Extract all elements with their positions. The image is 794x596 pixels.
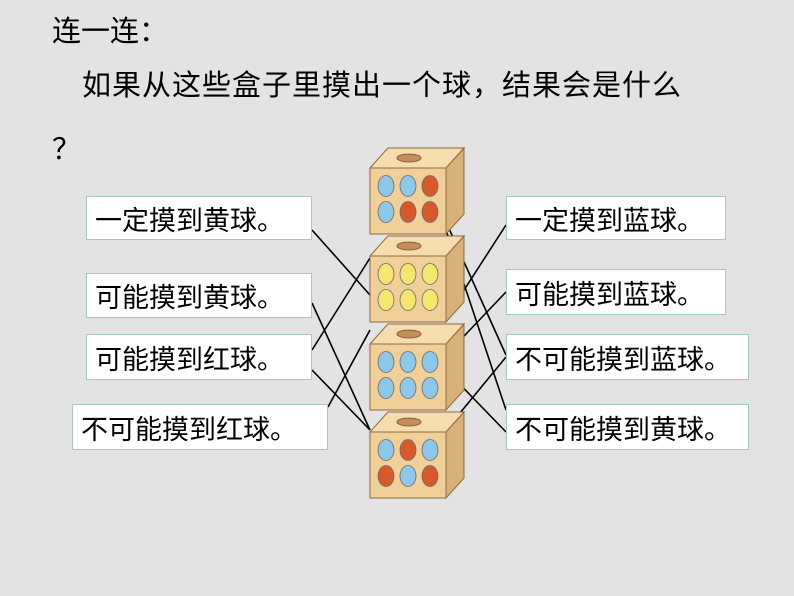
blue-ball	[377, 439, 395, 461]
blue-ball	[421, 377, 439, 399]
red-ball	[421, 175, 439, 197]
connection-line[interactable]	[311, 257, 371, 351]
blue-ball	[399, 377, 417, 399]
box-hole	[396, 329, 422, 339]
box-hole	[396, 241, 422, 251]
left-label-3[interactable]: 可能摸到红球。	[86, 334, 312, 380]
left-label-1[interactable]: 一定摸到黄球。	[86, 196, 312, 240]
yellow-ball	[377, 289, 395, 311]
connection-line[interactable]	[311, 229, 371, 296]
blue-ball	[399, 351, 417, 373]
blue-ball	[377, 351, 395, 373]
right-label-1[interactable]: 一定摸到蓝球。	[506, 196, 726, 240]
page-title: 连一连：	[52, 14, 169, 48]
blue-ball	[399, 175, 417, 197]
blue-ball	[399, 465, 417, 487]
box-hole	[396, 153, 422, 163]
box-blue-red-2	[368, 410, 466, 500]
connection-line[interactable]	[311, 302, 371, 431]
question-text: 如果从这些盒子里摸出一个球，结果会是什么	[82, 68, 683, 102]
red-ball	[399, 439, 417, 461]
blue-ball	[421, 439, 439, 461]
right-label-3[interactable]: 不可能摸到蓝球。	[506, 334, 749, 380]
box-yellow	[368, 234, 466, 324]
blue-ball	[377, 201, 395, 223]
red-ball	[421, 465, 439, 487]
yellow-ball	[377, 263, 395, 285]
connection-line[interactable]	[327, 329, 371, 408]
yellow-ball	[421, 289, 439, 311]
blue-ball	[377, 175, 395, 197]
question-mark: ？	[52, 132, 82, 166]
right-label-4[interactable]: 不可能摸到黄球。	[506, 404, 749, 450]
blue-ball	[421, 351, 439, 373]
box-blue	[368, 322, 466, 412]
box-blue-red	[368, 146, 466, 236]
left-label-2[interactable]: 可能摸到黄球。	[86, 273, 312, 318]
yellow-ball	[421, 263, 439, 285]
blue-ball	[377, 377, 395, 399]
left-label-4[interactable]: 不可能摸到红球。	[72, 404, 328, 450]
red-ball	[421, 201, 439, 223]
right-label-2[interactable]: 可能摸到蓝球。	[506, 269, 726, 315]
red-ball	[399, 201, 417, 223]
red-ball	[377, 465, 395, 487]
box-hole	[396, 417, 422, 427]
yellow-ball	[399, 263, 417, 285]
connection-line[interactable]	[311, 369, 371, 431]
yellow-ball	[399, 289, 417, 311]
